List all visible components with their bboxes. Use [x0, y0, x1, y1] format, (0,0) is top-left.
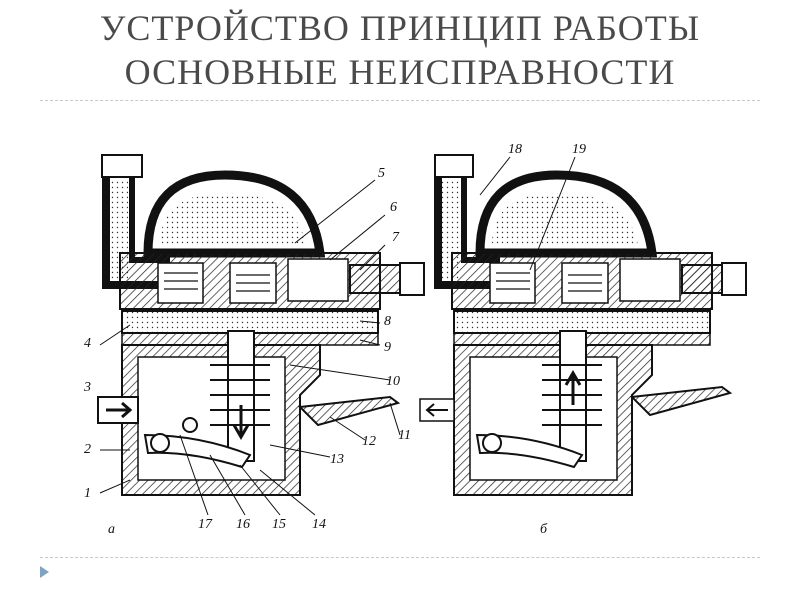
view-label-b: б	[540, 522, 548, 537]
label-17: 17	[198, 517, 213, 532]
pump-view-b	[419, 154, 747, 496]
label-15: 15	[272, 517, 286, 532]
fuel-pump-diagram: 1 2 3 4 5 6 7 8 9 10 11 12 13 14 15 16 1…	[60, 135, 760, 555]
bullet-arrow-icon	[40, 566, 49, 578]
label-2: 2	[84, 442, 91, 457]
top-divider	[40, 100, 760, 101]
label-12: 12	[362, 434, 376, 449]
label-11: 11	[398, 428, 411, 443]
pump-view-a	[97, 154, 425, 496]
label-19: 19	[572, 142, 586, 157]
bottom-divider	[40, 557, 760, 558]
leader-lines	[99, 156, 576, 516]
label-18: 18	[508, 142, 522, 157]
label-7: 7	[392, 230, 400, 245]
label-3: 3	[83, 380, 91, 395]
slide-title-line-2: ОСНОВНЫЕ НЕИСПРАВНОСТИ	[124, 52, 676, 92]
view-label-a: а	[108, 522, 115, 537]
label-16: 16	[236, 517, 250, 532]
slide-title-line-1: УСТРОЙСТВО ПРИНЦИП РАБОТЫ	[99, 8, 701, 48]
label-9: 9	[384, 340, 391, 355]
slide-title: УСТРОЙСТВО ПРИНЦИП РАБОТЫ ОСНОВНЫЕ НЕИСП…	[0, 6, 800, 94]
label-1: 1	[84, 486, 91, 501]
label-13: 13	[330, 452, 344, 467]
label-5: 5	[378, 166, 385, 181]
label-4: 4	[84, 336, 91, 351]
label-6: 6	[390, 200, 397, 215]
label-10: 10	[386, 374, 400, 389]
label-14: 14	[312, 517, 326, 532]
label-8: 8	[384, 314, 391, 329]
part-labels: 1 2 3 4 5 6 7 8 9 10 11 12 13 14 15 16 1…	[83, 142, 586, 537]
